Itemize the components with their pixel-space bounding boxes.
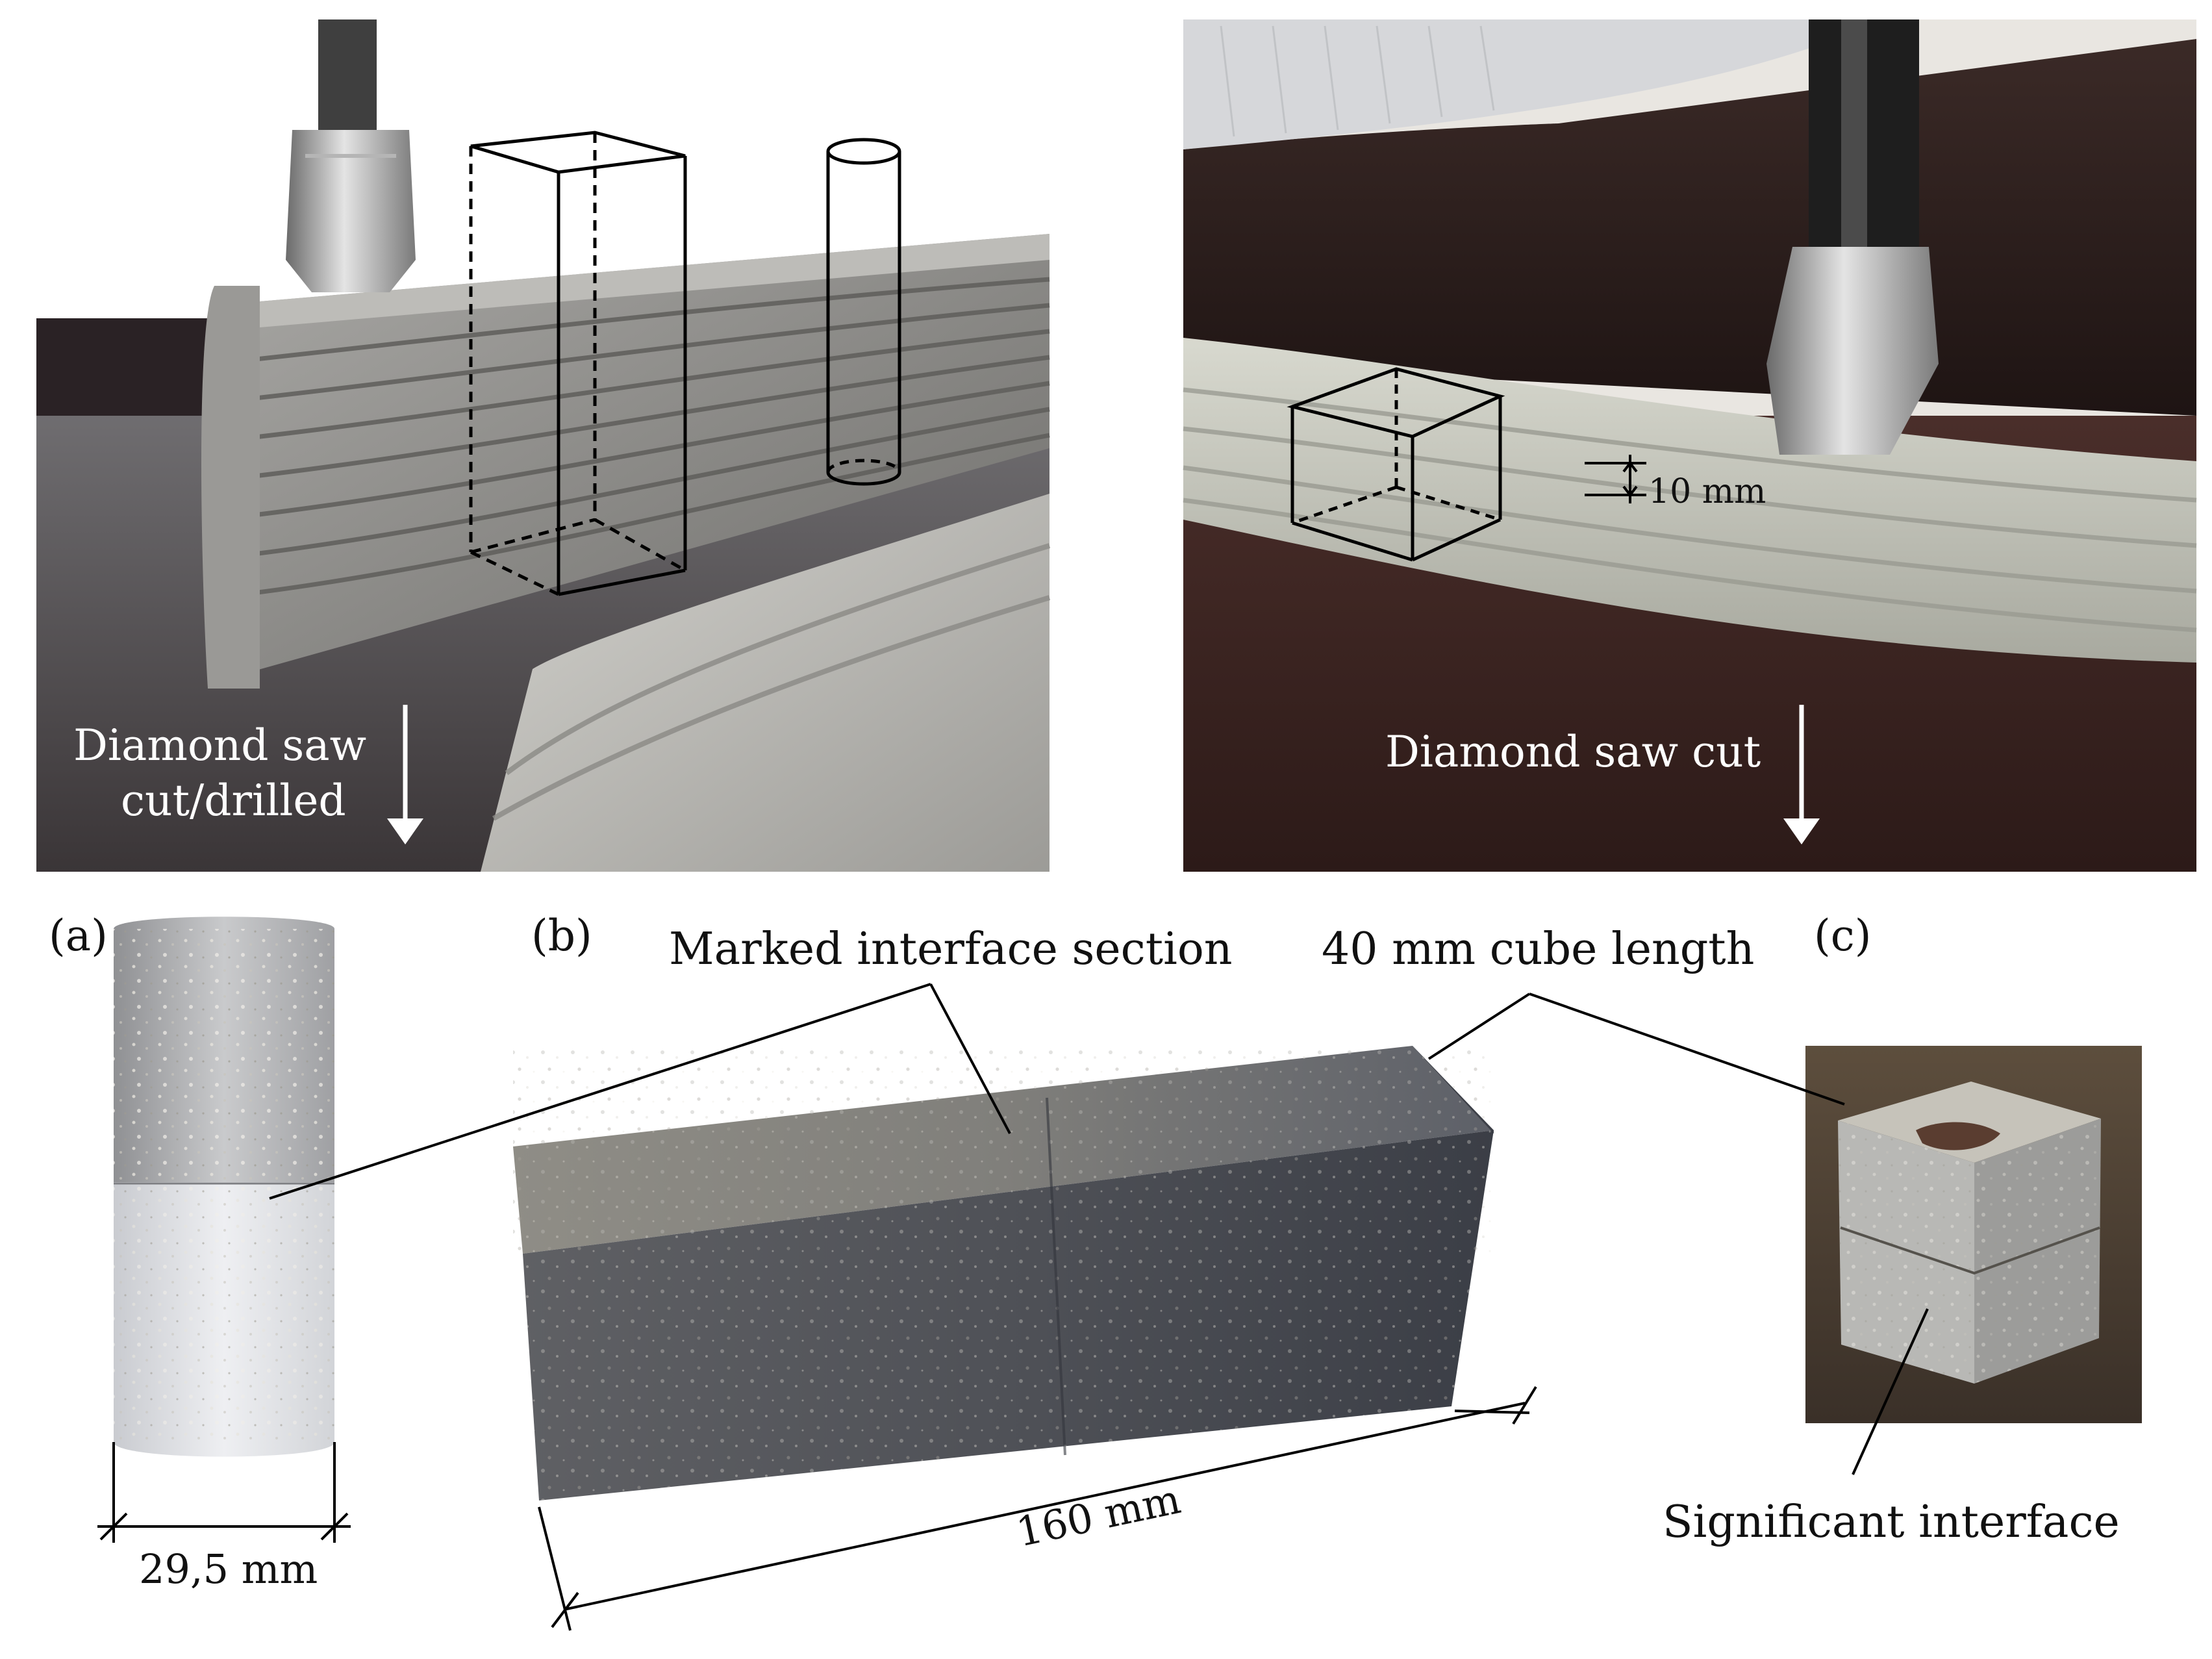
layer-height-marker (1585, 455, 1646, 503)
panel-label-c: (c) (1814, 911, 1872, 961)
cube-specimen-photo (1805, 1046, 2142, 1423)
diameter-dimension-line (97, 1442, 351, 1543)
panel-label-a: (a) (49, 911, 108, 961)
panel-label-b: (b) (531, 911, 592, 961)
layer-height-label: 10 mm (1648, 472, 1766, 511)
photo-printing-cube: 10 mm Diamond saw cut (1183, 19, 2197, 872)
length-dimension-line (538, 1386, 1537, 1631)
marked-interface-label: Marked interface section (669, 924, 1233, 975)
caption-left-line2: cut/drilled (121, 776, 346, 826)
prism-specimen (513, 1046, 1494, 1501)
cube-length-label: 40 mm cube length (1322, 924, 1755, 975)
caption-right: Diamond saw cut (1385, 727, 1761, 777)
down-arrow-icon (387, 705, 423, 844)
down-arrow-icon (1783, 705, 1820, 844)
significant-interface-label: Significant interface (1663, 1497, 2120, 1548)
photo-printing-cylinder-prism: Diamond saw cut/drilled (36, 19, 1051, 872)
cylinder-specimen (114, 917, 334, 1457)
leader-lines (269, 983, 1929, 1475)
caption-left-line1: Diamond saw (73, 720, 366, 770)
diameter-label: 29,5 mm (139, 1545, 318, 1593)
